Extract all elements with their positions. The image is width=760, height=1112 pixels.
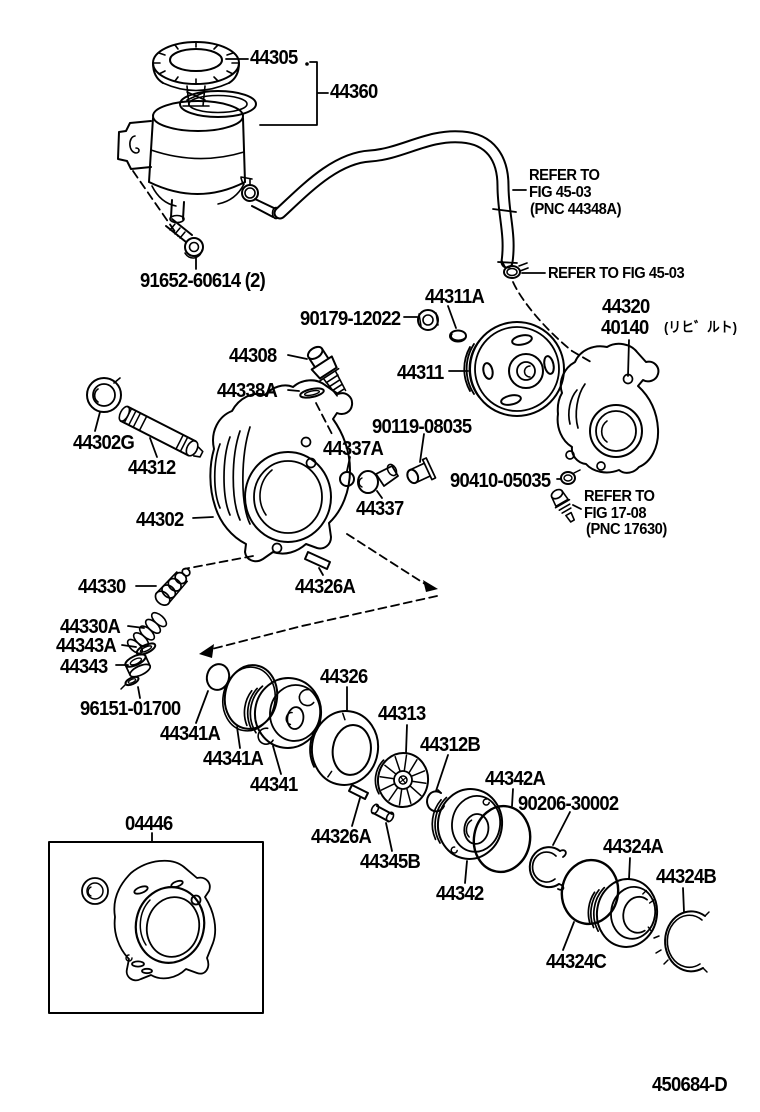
label-44343: 44343 [60,656,108,678]
large-snap-ring-drawing [653,910,710,973]
label-refer-fig45-line2: FIG 45-03 [529,184,592,201]
gasket-drawing [299,387,325,399]
label-refer-fig17-line3: (PNC 17630) [586,521,667,538]
label-91652: 91652-60614 (2) [140,270,266,292]
label-refer-fig17-line1: REFER TO [584,488,655,505]
label-44360: 44360 [330,81,378,103]
straight-pin-2-drawing [348,784,369,800]
spring-seat-drawing [135,642,157,656]
straight-pin-drawing [304,551,331,570]
label-44342: 44342 [436,883,484,905]
label-44320: 44320 [602,296,650,318]
leader-lines [94,58,685,951]
o-ring-side-plate-drawing [472,804,532,874]
arrowhead-left [199,644,214,658]
pulley-drawing [463,321,565,417]
valve-44337-drawing [357,463,399,494]
label-44330a: 44330A [60,616,121,638]
label-44337: 44337 [356,498,404,520]
label-44324a: 44324A [603,836,664,858]
hose-clamp-icon [501,260,529,279]
label-rebuilt-note: (リヒ゛ルト) [664,319,737,335]
vane-plate-drawing [374,752,430,808]
gasket-kit-box [48,841,264,1014]
label-44342a: 44342A [485,768,546,790]
drive-shaft-drawing [118,405,204,458]
valve-spring-drawing [126,611,168,655]
side-plate-drawing [431,788,504,860]
label-44341a-1: 44341A [160,723,221,745]
flow-control-valve-drawing [154,567,191,606]
label-04446: 04446 [125,813,173,835]
label-44338a: 44338A [217,380,278,402]
label-44324c: 44324C [546,951,607,973]
clip-drawing [120,675,140,690]
label-44341a-2: 44341A [203,748,264,770]
label-refer-fig45-line3: (PNC 44348A) [530,201,622,218]
reservoir-cap-drawing [152,41,240,107]
bearing-drawing [587,878,659,948]
label-96151: 96151-01700 [80,698,181,720]
bolt-drawing [165,218,204,259]
label-44343a: 44343A [56,635,117,657]
front-housing-drawing [209,379,354,563]
diagram-number: 450684-D [652,1074,728,1096]
washer-drawing [449,329,467,343]
fitting-90119-drawing [406,457,437,485]
label-44337a: 44337A [323,438,384,460]
label-44305: 44305 [250,47,298,69]
label-44326: 44326 [320,666,368,688]
label-40140: 40140 [601,317,649,339]
pump-shoe-drawing [243,677,323,749]
label-44324b: 44324B [656,866,717,888]
roller-drawing [370,803,395,823]
pump-rear-body-drawing [556,342,660,474]
label-44326a-2: 44326A [311,826,372,848]
label-44330: 44330 [78,576,126,598]
label-44312b: 44312B [420,734,481,756]
label-90179: 90179-12022 [300,308,401,330]
cam-ring-drawing [309,710,380,786]
clamp-90410-drawing [560,469,581,485]
label-44308: 44308 [229,345,277,367]
label-refer-fig45-2: REFER TO FIG 45-03 [548,265,685,282]
label-44311: 44311 [397,362,444,384]
oil-seal-drawing [86,377,122,413]
tabbed-snap-ring-drawing [528,846,567,891]
o-ring-large-drawing [221,664,279,732]
arrowhead-right [423,580,438,592]
label-44302: 44302 [136,509,184,531]
sensor-drawing [550,488,576,523]
label-44313: 44313 [378,703,426,725]
label-44302g: 44302G [73,432,135,454]
label-90119: 90119-08035 [372,416,472,438]
o-ring-44337a-drawing [339,471,355,487]
union-bolt-drawing [306,345,347,397]
o-ring-small-drawing [205,663,231,691]
label-44312: 44312 [128,457,176,479]
label-refer-fig45-line1: REFER TO [529,167,600,184]
dashed-guides [132,170,592,651]
o-ring-rear-drawing [560,858,620,926]
label-90206: 90206-30002 [518,793,619,815]
label-refer-fig17-line2: FIG 17-08 [584,505,647,522]
label-44311a: 44311A [425,286,485,308]
reservoir-drawing [117,90,281,224]
label-44341: 44341 [250,774,298,796]
nut-drawing [417,309,439,331]
label-44326a-1: 44326A [295,576,356,598]
reservoir-bracket [117,120,152,170]
label-90410: 90410-05035 [450,470,551,492]
label-44345b: 44345B [360,851,421,873]
gasket-kit-drawing [81,859,217,982]
supply-hose-drawing [273,130,518,269]
